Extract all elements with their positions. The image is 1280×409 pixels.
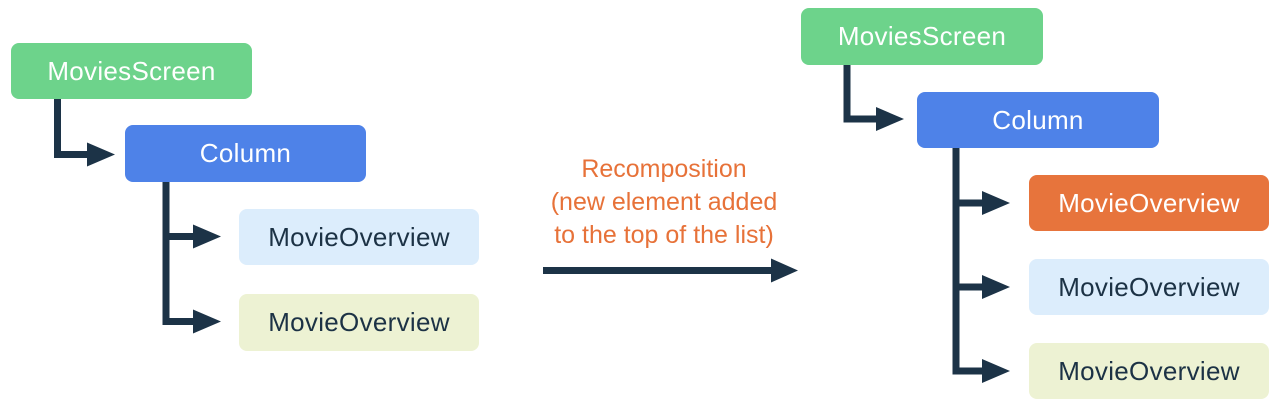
arrowhead-icon <box>876 107 904 131</box>
connector-right-column-to-children <box>952 148 1010 383</box>
arrowhead-icon <box>87 142 115 167</box>
connector-left-column-to-children <box>162 182 221 334</box>
arrowhead-icon <box>982 275 1010 299</box>
connector-right-root-to-column <box>843 65 904 131</box>
right-node-moviesscreen: MoviesScreen <box>801 8 1043 65</box>
arrowhead-icon <box>771 258 798 283</box>
right-node-movieoverview-3: MovieOverview <box>1029 343 1269 399</box>
arrowhead-icon <box>982 191 1010 215</box>
right-node-movieoverview-2: MovieOverview <box>1029 259 1269 315</box>
transition-arrow <box>543 258 798 283</box>
transition-label-line-3: to the top of the list) <box>554 221 774 249</box>
transition-label-line-2: (new element added <box>550 188 778 216</box>
right-node-movieoverview-new: MovieOverview <box>1029 175 1269 231</box>
left-node-movieoverview-1: MovieOverview <box>239 209 479 265</box>
right-node-column: Column <box>917 92 1159 148</box>
transition-label-line-1: Recomposition <box>581 155 747 183</box>
arrowhead-icon <box>193 224 221 249</box>
arrowhead-icon <box>193 309 221 334</box>
left-node-column: Column <box>125 125 366 182</box>
arrowhead-icon <box>982 359 1010 383</box>
left-node-moviesscreen: MoviesScreen <box>11 43 252 99</box>
connector-left-root-to-column <box>54 99 115 167</box>
transition-label: Recomposition (new element added to the … <box>514 153 814 252</box>
left-node-movieoverview-2: MovieOverview <box>239 294 479 351</box>
